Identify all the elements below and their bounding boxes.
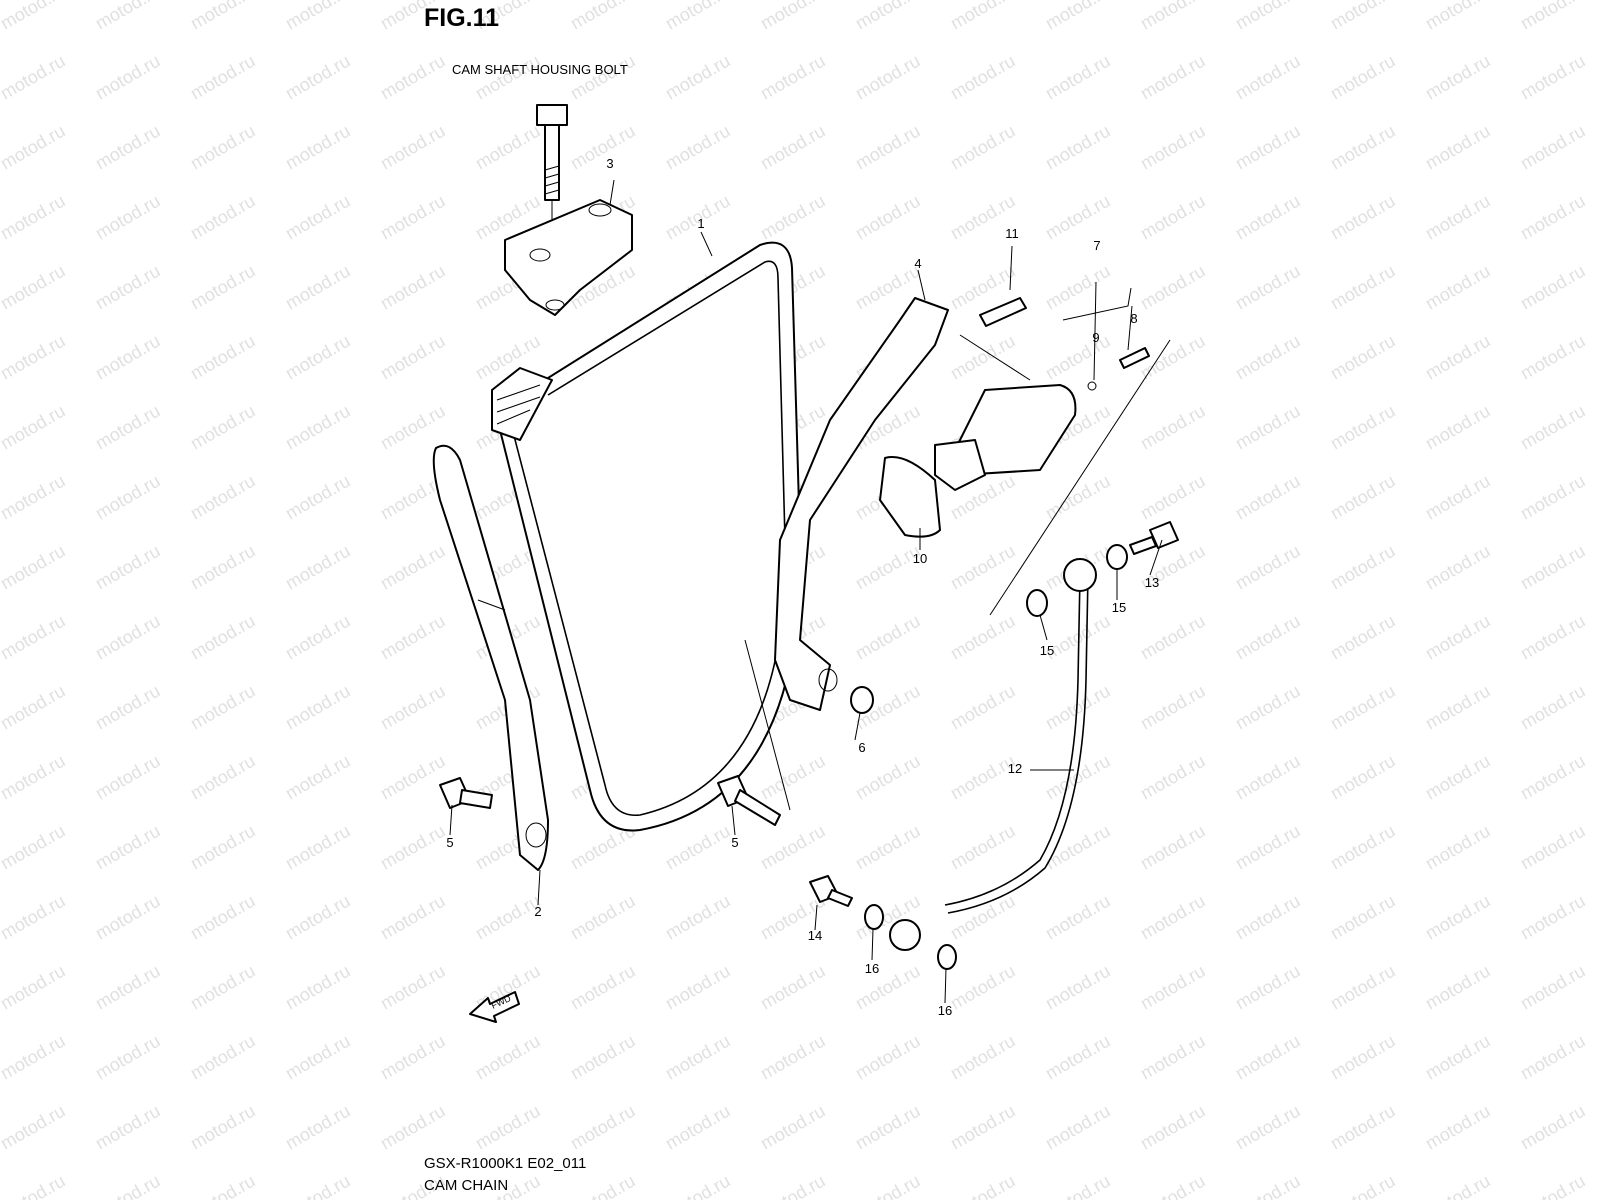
oil-pipe <box>889 558 1097 951</box>
bolt-callout-label: CAM SHAFT HOUSING BOLT <box>452 62 628 77</box>
cam-shaft-housing <box>504 199 633 316</box>
part-number-4: 4 <box>914 256 921 271</box>
cam-chain-tensioner <box>879 297 1150 538</box>
part-number-11: 11 <box>1005 226 1019 241</box>
part-number-6: 6 <box>858 740 865 755</box>
part-number-5: 5 <box>446 835 453 850</box>
cam-chain-guide <box>432 444 549 871</box>
cam-chain <box>491 241 802 832</box>
part-number-15: 15 <box>1112 600 1126 615</box>
part-number-2: 2 <box>534 904 541 919</box>
part-number-8: 8 <box>1130 311 1137 326</box>
part-number-12: 12 <box>1008 761 1022 776</box>
cam-chain-tensioner-arm <box>774 297 949 711</box>
part-number-1: 1 <box>697 216 704 231</box>
part-number-3: 3 <box>606 156 613 171</box>
part-number-15: 15 <box>1040 643 1054 658</box>
fasteners <box>439 521 1179 970</box>
forward-arrow-icon: FWD <box>469 991 520 1023</box>
section-title: CAM CHAIN <box>424 1177 509 1194</box>
part-number-13: 13 <box>1145 575 1159 590</box>
part-number-14: 14 <box>808 928 822 943</box>
part-number-7: 7 <box>1093 238 1100 253</box>
part-number-16: 16 <box>865 961 879 976</box>
figure-title: FIG.11 <box>424 4 500 32</box>
leader-lines <box>449 179 1171 1004</box>
part-number-5: 5 <box>731 835 738 850</box>
model-code: GSX-R1000K1 E02_011 <box>424 1155 587 1172</box>
part-number-9: 9 <box>1092 330 1099 345</box>
part-number-16: 16 <box>938 1003 952 1018</box>
part-number-10: 10 <box>913 551 927 566</box>
